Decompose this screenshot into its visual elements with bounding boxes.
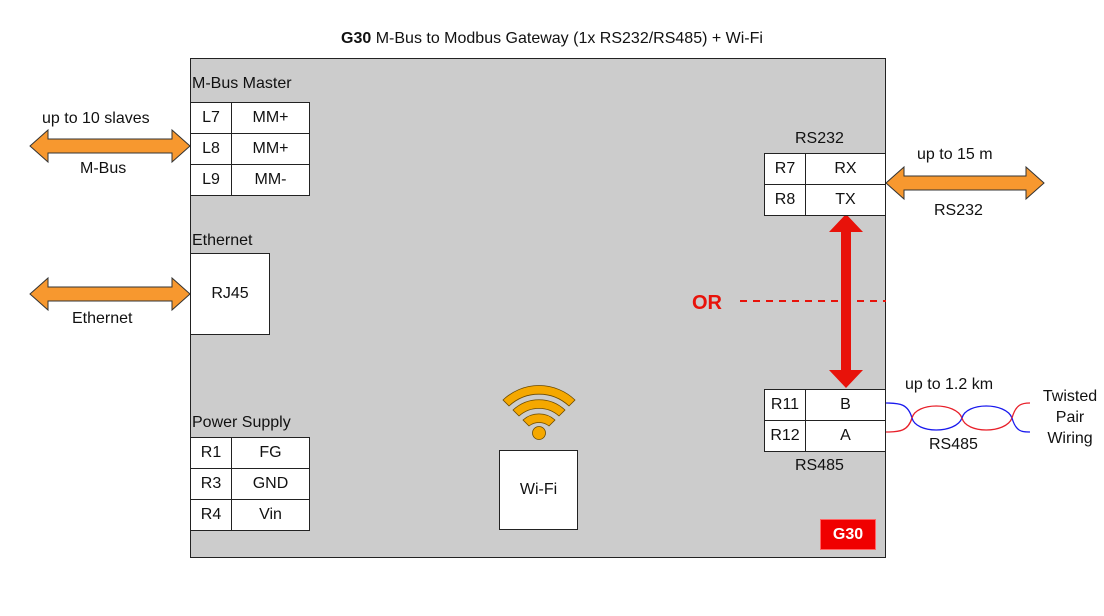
- ethernet-arrow-bottom-label: Ethernet: [72, 310, 133, 327]
- pin-name: B: [805, 389, 886, 421]
- pin-id: R4: [190, 499, 232, 531]
- pin-name: MM+: [231, 133, 310, 165]
- twisted-pair-wires: [885, 402, 1031, 433]
- or-label: OR: [692, 292, 722, 314]
- pin-name: MM+: [231, 102, 310, 134]
- rs232-section-label: RS232: [795, 130, 844, 147]
- rs232-arrow-top-label: up to 15 m: [917, 146, 993, 163]
- wifi-icon: [502, 385, 576, 440]
- pin-name: Vin: [231, 499, 310, 531]
- diagram-title: G30 M-Bus to Modbus Gateway (1x RS232/RS…: [0, 30, 1104, 48]
- title-model: G30: [341, 30, 372, 47]
- ethernet-double-arrow: [29, 276, 191, 312]
- pin-name: MM-: [231, 164, 310, 196]
- mbus-section-label: M-Bus Master: [192, 75, 292, 92]
- rs485-bottom-label: RS485: [929, 436, 978, 453]
- model-badge: G30: [820, 519, 876, 550]
- rs232-double-arrow: [885, 165, 1045, 201]
- pin-id: L7: [190, 102, 232, 134]
- rs485-top-label: up to 1.2 km: [905, 376, 994, 393]
- mbus-double-arrow: [29, 128, 191, 164]
- power-section-label: Power Supply: [192, 414, 291, 431]
- mbus-arrow-top-label: up to 10 slaves: [42, 110, 150, 127]
- pin-name: GND: [231, 468, 310, 500]
- title-text: M-Bus to Modbus Gateway (1x RS232/RS485)…: [371, 30, 763, 47]
- pin-id: R7: [764, 153, 806, 185]
- pin-id: R8: [764, 184, 806, 216]
- pin-name: RX: [805, 153, 886, 185]
- twisted-pair-line: Wiring: [1047, 430, 1093, 447]
- pin-name: TX: [805, 184, 886, 216]
- wifi-module: Wi-Fi: [499, 450, 578, 530]
- pin-name: A: [805, 420, 886, 452]
- pin-id: R3: [190, 468, 232, 500]
- twisted-pair-line: Twisted: [1042, 388, 1098, 405]
- mbus-arrow-bottom-label: M-Bus: [80, 160, 127, 177]
- pin-id: R1: [190, 437, 232, 469]
- pin-id: R11: [764, 389, 806, 421]
- twisted-pair-label: Twisted Pair Wiring: [1030, 386, 1104, 449]
- rs485-section-label: RS485: [795, 457, 844, 474]
- pin-id: L8: [190, 133, 232, 165]
- rj45-port: RJ45: [190, 253, 270, 335]
- pin-name: FG: [231, 437, 310, 469]
- ethernet-section-label: Ethernet: [192, 232, 253, 249]
- rs232-arrow-bottom-label: RS232: [934, 202, 983, 219]
- pin-id: L9: [190, 164, 232, 196]
- pin-id: R12: [764, 420, 806, 452]
- twisted-pair-line: Pair: [1055, 409, 1085, 426]
